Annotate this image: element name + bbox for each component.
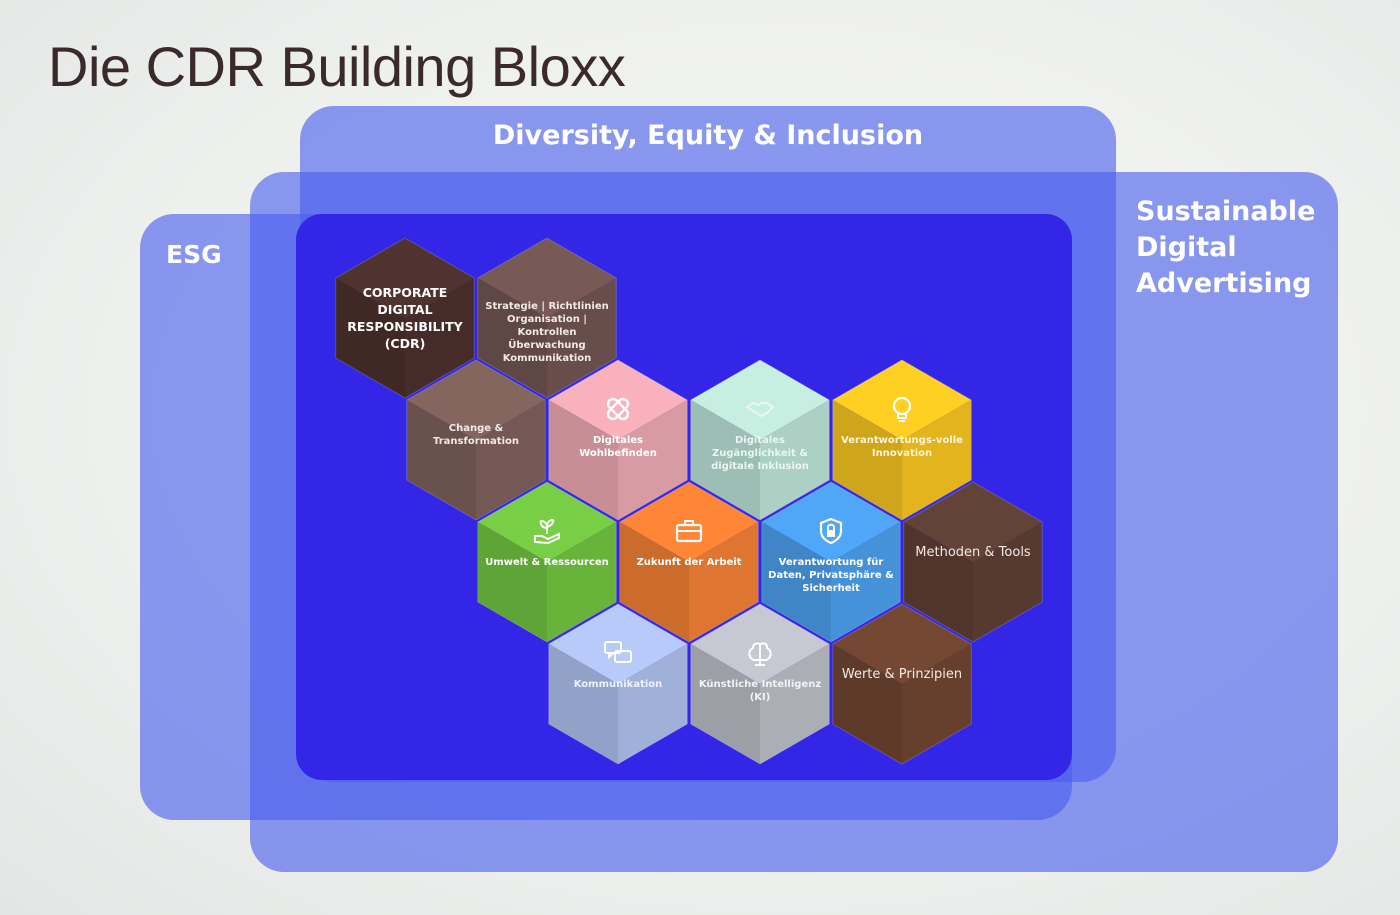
- hexagon-zukunft: [619, 481, 759, 643]
- seedling-hand-icon: [534, 518, 560, 545]
- hex-label-kommunikation: Kommunikation: [573, 679, 663, 690]
- slide-title: Die CDR Building Bloxx: [48, 35, 626, 98]
- hex-label-umwelt: Umwelt & Ressourcen: [485, 557, 609, 568]
- hex-label-daten: Verantwortung für Daten, Privatsphäre & …: [768, 557, 894, 594]
- hex-label-methoden: Methoden & Tools: [915, 545, 1031, 560]
- hex-label-zukunft: Zukunft der Arbeit: [636, 557, 742, 568]
- hex-label-change: Change & Transformation: [433, 423, 519, 447]
- chat-bubbles-icon: [604, 641, 632, 663]
- dei-label: Diversity, Equity & Inclusion: [492, 120, 924, 151]
- handshake-icon: [745, 401, 775, 418]
- sda-label: Sustainable Digital Advertising: [1136, 196, 1316, 299]
- shield-lock-icon: [819, 517, 843, 545]
- hex-label-werte: Werte & Prinzipien: [841, 667, 963, 682]
- hexagon-werte: [832, 603, 972, 765]
- hexagon-strategie: [477, 237, 617, 399]
- hex-label-inklusion: Digitales Zugänglichkeit & digitale Inkl…: [711, 435, 809, 472]
- hexagon-wohlbefinden: [548, 359, 688, 521]
- esg-label: ESG: [166, 240, 222, 269]
- hexagon-cdr: [335, 237, 475, 399]
- hexagon-daten: [761, 481, 901, 643]
- hexagon-ki: [690, 603, 830, 765]
- hexagon-innovation: [832, 359, 972, 521]
- hex-label-innovation: Verantwortungs-volle Innovation: [841, 435, 963, 459]
- briefcase-icon: [675, 520, 703, 543]
- hexagon-umwelt: [477, 481, 617, 643]
- lightbulb-icon: [892, 396, 912, 422]
- ai-brain-icon: [748, 642, 772, 666]
- hexagon-change: [406, 359, 546, 521]
- hex-label-strategie: Strategie | Richtlinien Organisation | K…: [485, 301, 609, 364]
- hex-label-ki: Künstliche Intelligenz (KI): [698, 679, 822, 703]
- bandage-icon: [606, 397, 630, 421]
- hexagon-kommunikation: [548, 603, 688, 765]
- hex-label-cdr: CORPORATE DIGITAL RESPONSIBILITY (CDR): [347, 285, 463, 351]
- hexagon-inklusion: [690, 359, 830, 521]
- hex-label-wohlbefinden: Digitales Wohlbefinden: [579, 435, 657, 459]
- hexagon-methoden: [903, 481, 1043, 643]
